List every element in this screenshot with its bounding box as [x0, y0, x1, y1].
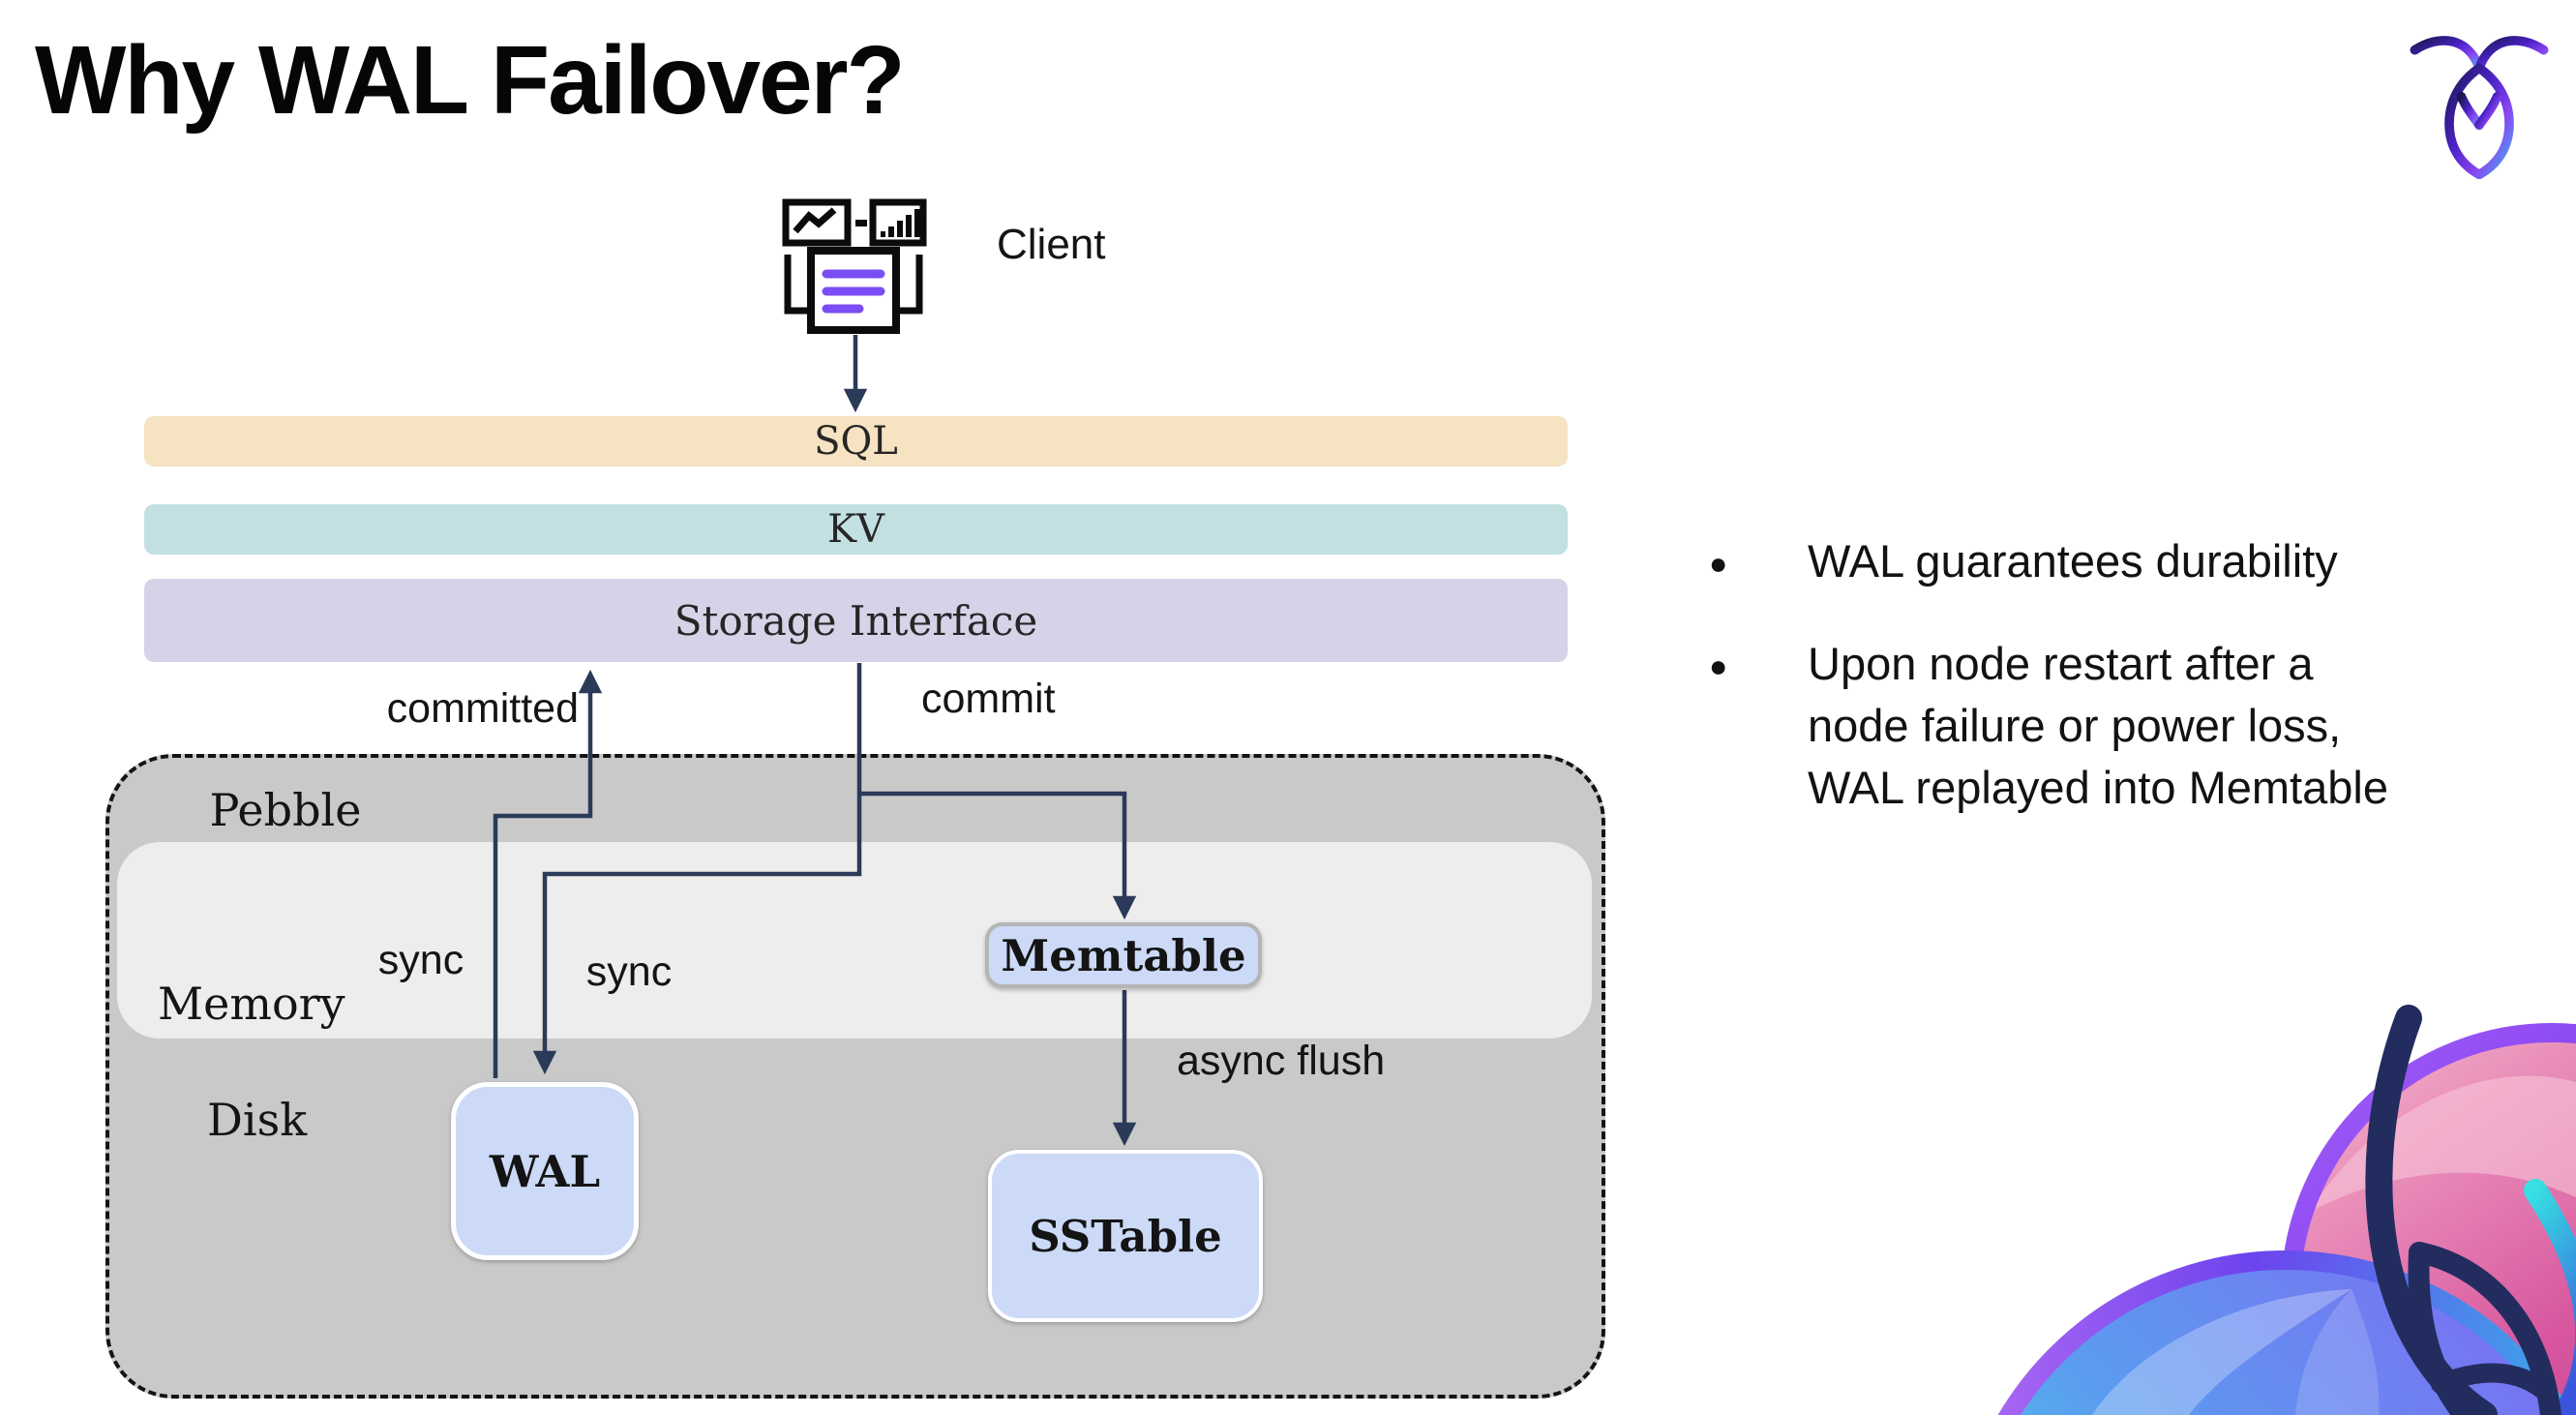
committed-label: committed: [386, 685, 579, 732]
client-label: Client: [997, 221, 1106, 268]
art-blue-ring: [1997, 1250, 2574, 1415]
art-blue-petal: [2092, 1289, 2351, 1415]
sstable-node-label: SSTable: [1029, 1210, 1222, 1262]
layer-kv-label: KV: [827, 507, 884, 552]
memtable-node: Memtable: [985, 922, 1262, 988]
async-flush-label: async flush: [1177, 1038, 1386, 1084]
cockroachdb-brand-art: [1997, 1005, 2576, 1415]
document-text-lines: [822, 269, 885, 314]
roach-arm-right: [2474, 91, 2502, 131]
bullet-text: Upon node restart after a node failure o…: [1808, 638, 2388, 813]
memory-label: Memory: [158, 978, 345, 1030]
roach-arm-left: [2456, 91, 2484, 131]
bracket-right: [898, 255, 923, 315]
art-leaf-edge: [2524, 1179, 2576, 1415]
layer-storage-interface: Storage Interface: [144, 579, 1568, 662]
roach-antenna-right: [2474, 36, 2549, 74]
layer-sql: SQL: [144, 416, 1568, 467]
bracket-left: [784, 255, 809, 315]
layer-kv: KV: [144, 504, 1568, 555]
bullet-item: WAL guarantees durability: [1705, 530, 2402, 594]
bullet-list: WAL guarantees durability Upon node rest…: [1705, 530, 2402, 859]
sync-left-label: sync: [377, 937, 464, 983]
art-blue-petal: [2295, 1289, 2380, 1415]
art-leaf-crossbar: [2431, 1363, 2553, 1400]
cockroachdb-roach-icon: [2410, 36, 2549, 179]
bullet-item: Upon node restart after a node failure o…: [1705, 633, 2402, 819]
roach-antenna-left: [2410, 36, 2484, 74]
bar-chart-bars: [881, 209, 920, 237]
wal-node-label: WAL: [489, 1145, 601, 1197]
pebble-label: Pebble: [209, 784, 362, 836]
bullet-text: WAL guarantees durability: [1808, 535, 2338, 587]
dash-connector: [855, 220, 867, 226]
line-chart-zigzag: [793, 207, 837, 234]
art-leaf-vein-left: [2408, 1242, 2474, 1415]
wal-node: WAL: [451, 1082, 639, 1260]
disk-label: Disk: [207, 1094, 308, 1146]
line-chart-icon: [782, 198, 852, 247]
memtable-node-label: Memtable: [1001, 929, 1246, 981]
layer-storage-interface-label: Storage Interface: [674, 596, 1038, 645]
client-terminal-icon: [782, 198, 927, 334]
sync-right-label: sync: [585, 948, 673, 995]
commit-label: commit: [921, 676, 1056, 722]
page-title: Why WAL Failover?: [35, 26, 906, 135]
sstable-node: SSTable: [988, 1150, 1263, 1322]
layer-sql-label: SQL: [814, 419, 898, 464]
